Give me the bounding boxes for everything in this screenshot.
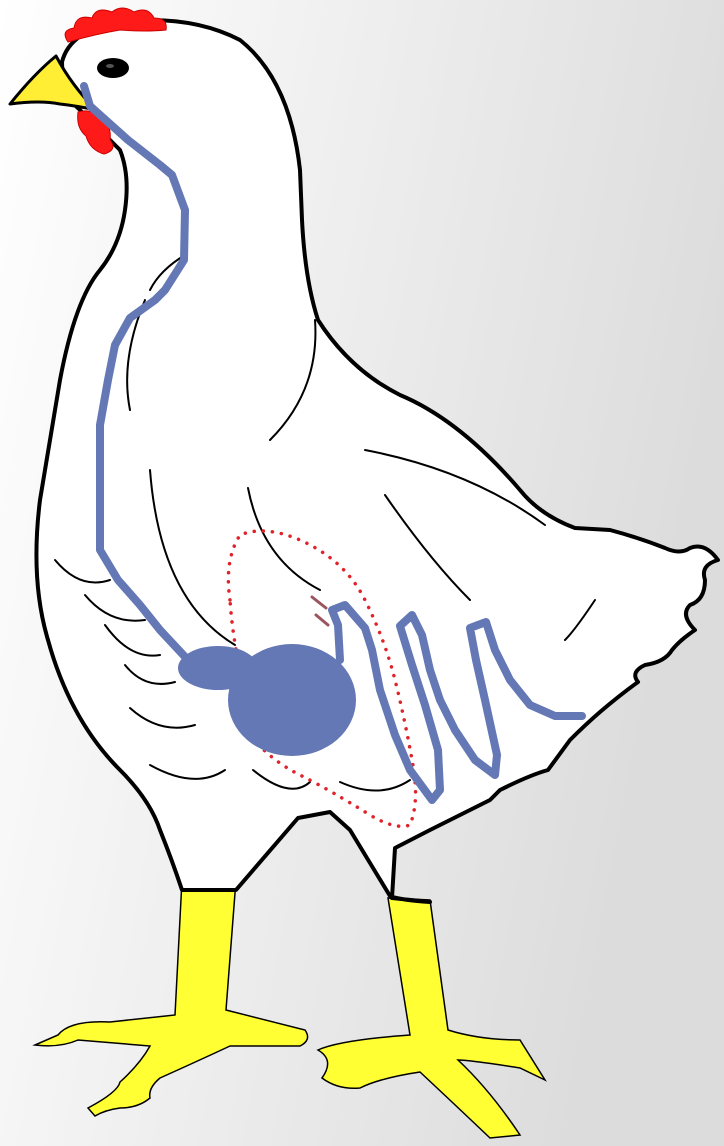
eye-highlight: [106, 64, 114, 68]
eye: [97, 58, 129, 78]
stomach-connector: [236, 660, 266, 684]
